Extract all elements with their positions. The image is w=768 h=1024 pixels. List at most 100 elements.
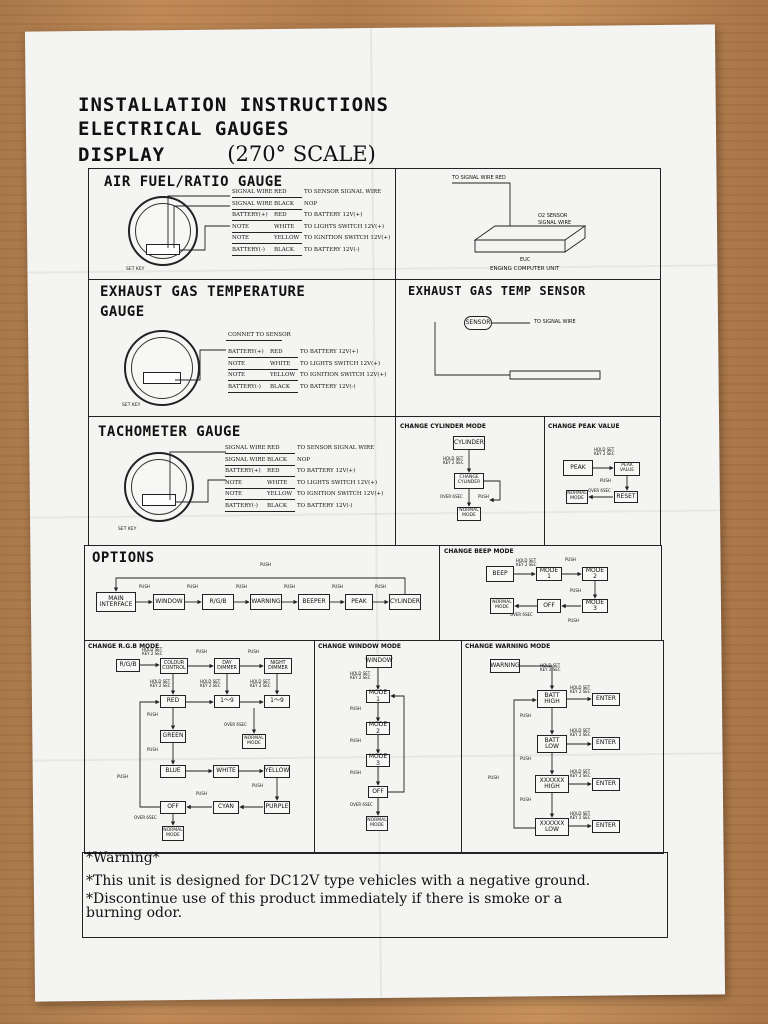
wire-color: BLACK (274, 246, 294, 253)
wire-target: NOP (304, 200, 318, 207)
push-note: PUSH (196, 649, 207, 654)
rgb-title: CHANGE R.G.B MODE (88, 643, 160, 650)
hold-note: HOLD SET KEY 2 SEC (516, 558, 537, 568)
over-note: OVER 6SEC (588, 488, 611, 493)
warning-box: WARNING (250, 594, 282, 610)
tach-gauge-icon (124, 452, 194, 522)
push-note: PUSH (565, 557, 576, 562)
sensor-probe (509, 370, 601, 380)
header-line-1: INSTALLATION INSTRUCTIONS (78, 94, 389, 116)
wire-line (232, 231, 302, 233)
green-box: GREEN (160, 730, 186, 743)
wire-color: WHITE (274, 223, 295, 230)
hold-note: HOLD SET KEY 2 SEC (250, 679, 271, 689)
wire-color: RED (270, 349, 283, 355)
wire-line (232, 254, 302, 256)
wire-path (180, 225, 230, 251)
set-key-label: SET KEY (126, 267, 145, 272)
window-mode2-box: MODE 2 (366, 722, 390, 735)
beep-mode1-box: MODE 1 (536, 567, 562, 581)
box-line: COLOUR (163, 660, 185, 666)
peak-box: PEAK (563, 460, 593, 476)
over-note: OVER 6SEC (134, 815, 157, 820)
wire-label: NOTE (225, 491, 243, 497)
hold-note: HOLD SET KEY 2 SEC (350, 671, 371, 681)
warning-heading: *Warning* (86, 850, 160, 866)
window-mode3-box: MODE 3 (366, 754, 390, 767)
box-line: NORMAL (459, 508, 479, 514)
yellow-box: YELLOW (264, 765, 290, 778)
wire-color: BLACK (267, 502, 287, 509)
egt-title-line-1: EXHAUST GAS TEMPERATURE (100, 284, 306, 300)
box-line: MODE (495, 605, 509, 610)
wire-label: NOTE (225, 479, 243, 486)
wire-color: YELLOW (274, 235, 300, 241)
wire-target: TO LIGHTS SWITCH 12V(+) (300, 360, 381, 367)
enter-box: ENTER (592, 820, 620, 833)
push-note: PUSH (520, 797, 531, 802)
wire-target: TO SENSOR SIGNAL WIRE (304, 189, 382, 195)
cylinder-title: CHANGE CYLINDER MODE (400, 423, 486, 430)
wire-color: RED (274, 212, 287, 218)
box-line: MODE (370, 822, 384, 828)
wire-line (232, 243, 302, 244)
push-note: PUSH (260, 562, 271, 567)
set-key-label: SET KEY (118, 527, 137, 532)
header-scale: (270° SCALE) (227, 142, 376, 166)
push-note: PUSH (478, 494, 489, 499)
hold-note: HOLD SET KEY 2 SEC (570, 811, 591, 821)
box-line: PEAK (621, 463, 633, 469)
wire-path (175, 349, 226, 381)
push-note: PUSH (350, 770, 361, 775)
sensor-cable (434, 322, 510, 376)
window-box: WINDOW (153, 594, 185, 610)
wire-color: WHITE (270, 360, 291, 367)
push-note: PUSH (568, 618, 579, 623)
warning-line-2: *Discontinue use of this product immedia… (86, 891, 563, 907)
box-line: NIGHT (270, 660, 286, 666)
wire-path (176, 479, 226, 503)
beep-mode3-box: MODE 3 (582, 599, 608, 613)
wire-line (225, 453, 295, 454)
push-note: PUSH (520, 756, 531, 761)
wire-line (228, 380, 298, 381)
box-line: MODE (570, 496, 584, 501)
wire-target: TO LIGHTS SWITCH 12V(+) (297, 479, 378, 486)
push-note: PUSH (570, 588, 581, 593)
cyan-box: CYAN (213, 801, 239, 814)
wire-label: SIGNAL WIRE (232, 200, 273, 207)
wire-line (225, 499, 295, 500)
hold-note: HOLD SET KEY 2 SEC (150, 679, 171, 689)
hold-note: HOLD SET KEY 2 SEC (200, 679, 221, 689)
wire-label: BATTERY(+) (228, 349, 264, 355)
push-note: PUSH (147, 712, 158, 717)
wire-color: YELLOW (267, 491, 293, 497)
wire-line (232, 208, 302, 210)
hold-note: HOLD SET KEY 2 SEC (594, 447, 615, 457)
sensor-box: SENSOR (464, 316, 492, 330)
wire-label: BATTERY(-) (232, 246, 265, 253)
tach-title: TACHOMETER GAUGE (98, 424, 241, 440)
wire-line (225, 476, 295, 477)
wire-target: TO LIGHTS SWITCH 12V(+) (304, 223, 385, 230)
beep-box: BEEP (486, 566, 514, 582)
off-box: OFF (160, 801, 186, 814)
wire-color: BLACK (267, 456, 287, 463)
hold-note: HOLD SET KEY 2 SEC (142, 647, 163, 657)
push-note: PUSH (236, 584, 247, 589)
wire-line (226, 340, 282, 341)
wire-color: YELLOW (270, 372, 296, 378)
wire-label: SIGNAL WIRE (225, 456, 266, 463)
box-line: DAY (222, 660, 232, 666)
box-line: DIMMER (217, 666, 237, 671)
box-line: NORMAL (492, 600, 512, 606)
euc-box (473, 225, 587, 241)
hold-note: HOLD SET KEY 2 SEC (570, 769, 591, 779)
push-note: PUSH (600, 478, 611, 483)
